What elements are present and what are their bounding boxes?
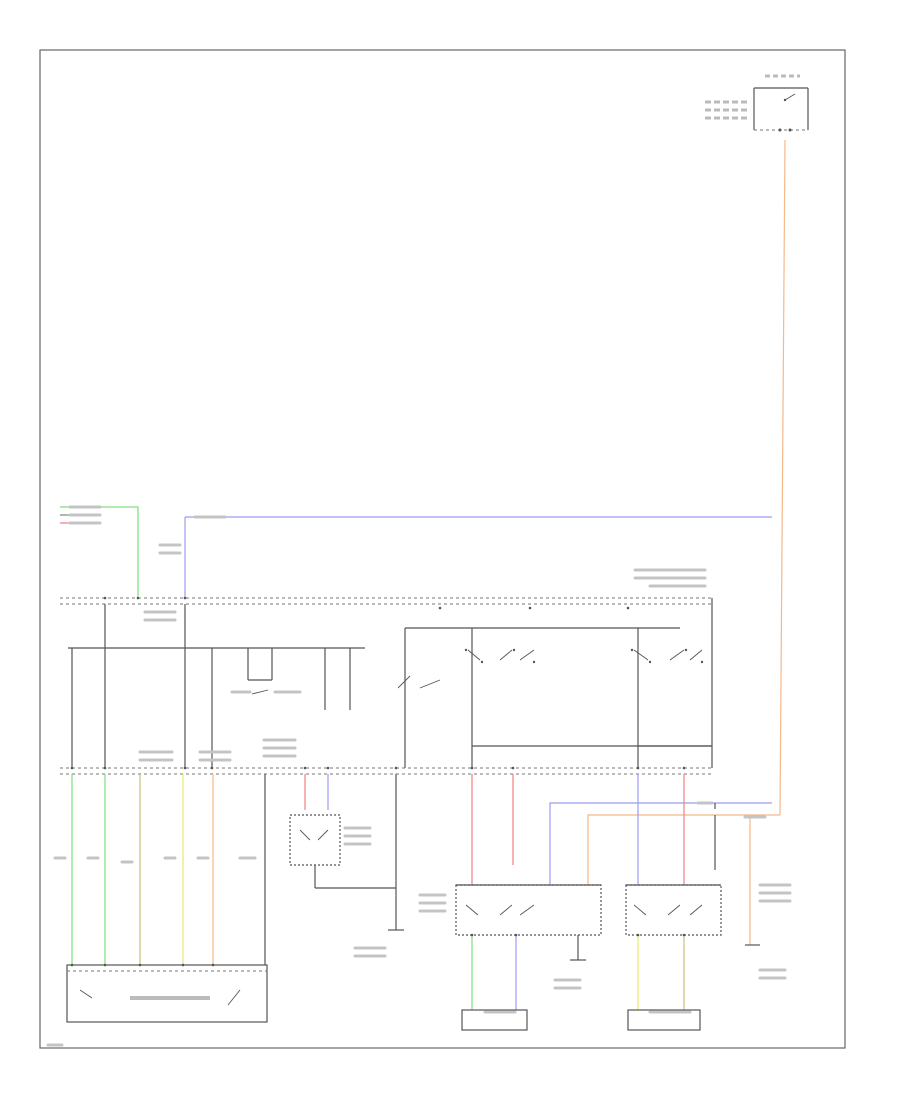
orange-wire-center xyxy=(587,814,780,885)
right-connector-box xyxy=(627,1009,701,1031)
switch-group-right xyxy=(630,648,704,664)
center-bottom-module xyxy=(455,884,602,936)
center-connector-box xyxy=(461,1009,528,1031)
illegible-labels xyxy=(46,505,792,1047)
left-module-box xyxy=(66,964,268,1023)
green-wire-top xyxy=(60,506,139,598)
switch-group-center xyxy=(397,648,536,689)
orange-wire-main xyxy=(779,139,786,816)
right-bottom-module xyxy=(625,884,722,936)
diagram-frame xyxy=(39,49,846,1049)
top-right-connector xyxy=(705,74,809,132)
connector-pins xyxy=(70,596,686,967)
